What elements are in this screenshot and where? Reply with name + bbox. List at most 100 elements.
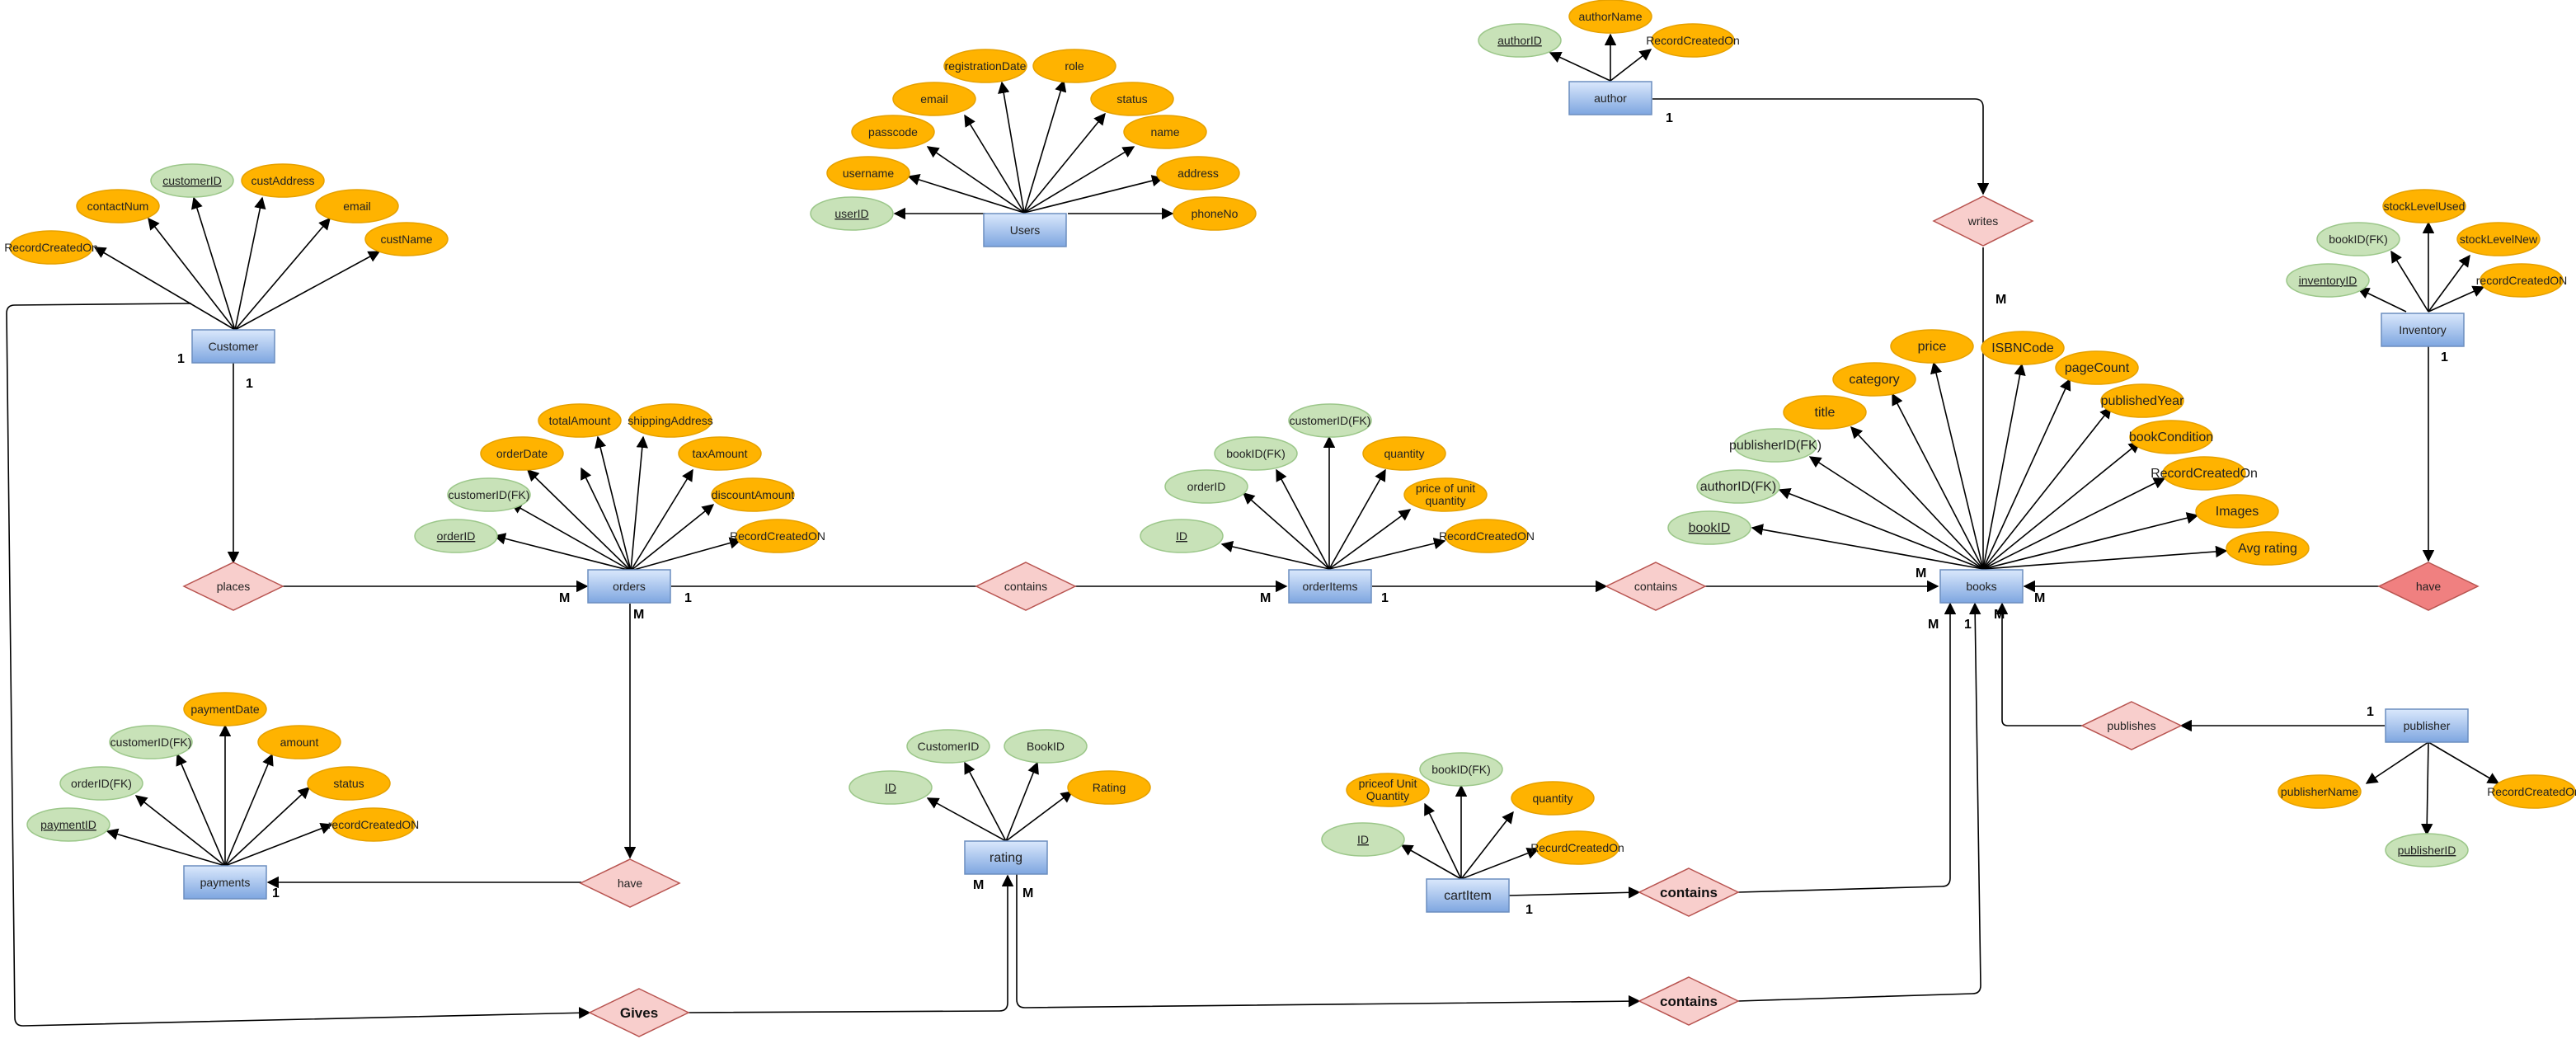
- attr-label-line2: quantity: [1425, 494, 1465, 507]
- rel-contains-orders-orderitems[interactable]: contains: [975, 562, 1077, 611]
- attr-customer-custname: custName: [364, 222, 449, 256]
- attr-orders-shippingaddress: shippingAddress: [628, 403, 713, 438]
- attr-orderitems-id-pk: ID: [1140, 519, 1224, 553]
- rel-gives[interactable]: Gives: [588, 988, 690, 1037]
- attr-label: discountAmount: [712, 488, 795, 501]
- attr-label: stockLevelUsed: [2384, 200, 2466, 213]
- attr-label-line1: priceof Unit: [1359, 777, 1417, 790]
- orderitems-attributes: customerID(FK) bookID(FK) quantity order…: [1140, 403, 1535, 553]
- rel-places[interactable]: places: [182, 562, 284, 611]
- attr-label: publishedYear: [2101, 394, 2185, 408]
- rel-label: contains: [1004, 580, 1047, 593]
- entity-users[interactable]: Users: [983, 213, 1067, 247]
- rel-label: contains: [1660, 994, 1718, 1009]
- publisher-attributes: publisherName RecordCreatedOn publisherI…: [2278, 774, 2576, 867]
- entities: Customer Users author Inventory orders o…: [183, 81, 2469, 913]
- author-attributes: authorID authorName RecordCreatedOn: [1478, 0, 1740, 58]
- attr-orders-discountamount: discountAmount: [711, 477, 795, 512]
- attr-label: amount: [280, 736, 319, 749]
- attr-label: orderDate: [496, 447, 548, 460]
- attr-label: quantity: [1384, 447, 1424, 460]
- attr-books-price: price: [1890, 329, 1974, 364]
- entity-cartitem[interactable]: cartItem: [1426, 878, 1510, 913]
- card-books-contains: M: [1916, 567, 1926, 581]
- attr-label: price: [1918, 340, 1947, 354]
- attr-author-authorid-pk: authorID: [1478, 23, 1562, 58]
- attr-label: userID: [834, 207, 868, 220]
- cardinalities: 1 1 M 1 M M 1 M M M 1 M M 1 1 1 1 M M 1: [177, 111, 2448, 917]
- attr-customer-contactnum: contactNum: [76, 189, 160, 223]
- payments-attributes: paymentDate customerID(FK) amount orderI…: [26, 692, 419, 842]
- attr-label: RecordCreatedOn: [2151, 467, 2258, 481]
- entity-label: orders: [613, 580, 646, 593]
- attr-label: CustomerID: [918, 740, 980, 753]
- entity-payments[interactable]: payments: [183, 865, 267, 900]
- attr-label: RecordCreatedOn: [2487, 785, 2576, 798]
- entity-orders[interactable]: orders: [587, 569, 671, 604]
- rel-label: writes: [1967, 214, 1999, 228]
- entity-books[interactable]: books: [1939, 569, 2024, 604]
- rel-label: contains: [1660, 885, 1718, 900]
- attr-inventory-stocklevelnew: stockLevelNew: [2456, 222, 2541, 256]
- entity-inventory[interactable]: Inventory: [2381, 313, 2465, 347]
- attr-label: BookID: [1027, 740, 1065, 753]
- attr-label: RecordCreatedON: [730, 529, 825, 543]
- attr-author-authorname: authorName: [1568, 0, 1652, 34]
- rel-contains-cartitem-books[interactable]: contains: [1638, 867, 1740, 917]
- attr-customer-customerid-pk: customerID: [150, 163, 234, 198]
- attr-label: address: [1178, 167, 1219, 180]
- rel-writes[interactable]: writes: [1932, 195, 2034, 247]
- rel-have-inventory[interactable]: have: [2377, 562, 2480, 611]
- card-customer-places: 1: [246, 377, 253, 391]
- attr-label: ID: [1357, 833, 1369, 846]
- attr-label: quantity: [1532, 792, 1572, 805]
- books-attributes: price ISBNCode category pageCount title …: [1667, 329, 2310, 566]
- attr-label: category: [1849, 373, 1899, 387]
- attr-orderitems-customerid-fk: customerID(FK): [1288, 403, 1372, 438]
- attr-label: publisherName: [2281, 785, 2358, 798]
- rel-have-payments[interactable]: have: [579, 858, 681, 908]
- attr-inventory-inventoryid-pk: inventoryID: [2286, 263, 2370, 298]
- attr-books-pagecount: pageCount: [2055, 350, 2139, 385]
- attr-label: bookID(FK): [1431, 763, 1491, 776]
- entity-label: Inventory: [2399, 323, 2447, 336]
- attr-orders-totalamount: totalAmount: [538, 403, 622, 438]
- attr-publisher-recordcreatedon: RecordCreatedOn: [2487, 774, 2576, 809]
- attr-label: Avg rating: [2238, 542, 2297, 556]
- rel-label: places: [217, 580, 250, 593]
- card-customer-gives: 1: [177, 352, 185, 366]
- edges: [6, 33, 2500, 1027]
- attr-label: ID: [1176, 529, 1187, 543]
- attr-cartitem-recurdcreatedon: RecurdCreatedOn: [1530, 830, 1624, 865]
- entity-customer[interactable]: Customer: [191, 329, 275, 364]
- rel-label: publishes: [2107, 719, 2155, 732]
- attr-author-recordcreatedon: RecordCreatedOn: [1646, 23, 1740, 58]
- entity-author[interactable]: author: [1568, 81, 1652, 115]
- attr-label: status: [1116, 92, 1147, 106]
- attr-inventory-bookid-fk: bookID(FK): [2316, 222, 2400, 256]
- entity-orderitems[interactable]: orderItems: [1288, 569, 1372, 604]
- entity-label: cartItem: [1444, 889, 1492, 903]
- card-orders-places: M: [559, 591, 570, 605]
- attr-payments-recordcreatedon: recordCreatedON: [328, 807, 419, 842]
- attr-label: passcode: [868, 125, 918, 139]
- users-attributes: registrationDate role email status passc…: [810, 49, 1257, 231]
- rel-contains-orderitems-books[interactable]: contains: [1605, 562, 1707, 611]
- attr-orders-taxamount: taxAmount: [678, 436, 762, 471]
- attr-books-category: category: [1832, 362, 1916, 397]
- rel-publishes[interactable]: publishes: [2080, 701, 2183, 750]
- attr-label: contactNum: [87, 200, 149, 213]
- attr-label: authorID(FK): [1700, 480, 1776, 494]
- rel-contains-rating-books[interactable]: contains: [1638, 976, 1740, 1026]
- attr-label: RecordCreatedON: [1439, 529, 1535, 543]
- entity-publisher[interactable]: publisher: [2385, 708, 2469, 743]
- attr-rating-rating: Rating: [1067, 770, 1151, 805]
- attr-label: bookID(FK): [2329, 233, 2388, 246]
- orders-attributes: totalAmount shippingAddress orderDate ta…: [414, 403, 825, 553]
- attr-label: name: [1150, 125, 1179, 139]
- relationships: places contains contains writes have hav…: [182, 195, 2480, 1037]
- entity-label: Users: [1010, 223, 1041, 237]
- entity-rating[interactable]: rating: [964, 840, 1048, 875]
- rel-label: have: [2416, 580, 2442, 593]
- attr-label: Images: [2216, 505, 2259, 519]
